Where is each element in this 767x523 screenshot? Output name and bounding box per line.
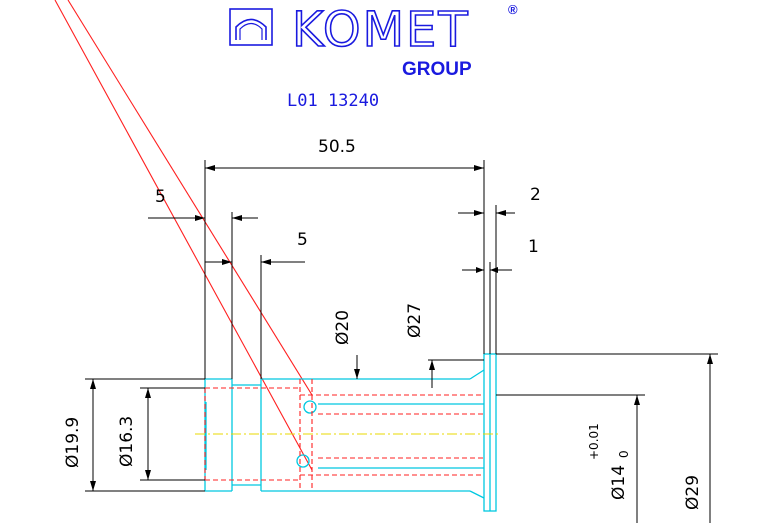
bore-tolerance-upper: +0.01 xyxy=(587,423,601,460)
dia-19-9-label: Ø19.9 xyxy=(63,417,83,468)
dimension-dia-27: Ø27 xyxy=(405,303,484,388)
logo-emblem xyxy=(229,8,273,46)
dimension-dia-20: Ø20 xyxy=(333,310,360,379)
dimension-flange-dia: Ø29 xyxy=(496,353,718,523)
komet-logo: KOMET ® GROUP xyxy=(229,1,518,80)
overall-length-label: 50.5 xyxy=(318,137,356,157)
groove-2-label: 5 xyxy=(297,230,308,250)
bore-tolerance-lower: 0 xyxy=(617,450,631,458)
logo-registered-mark: ® xyxy=(508,2,518,17)
groove-1-label: 5 xyxy=(155,187,166,207)
dimension-bore-dia: Ø14 +0.01 0 xyxy=(496,394,645,523)
dimension-overall-length: 50.5 xyxy=(204,137,485,379)
dia-16-3-label: Ø16.3 xyxy=(117,416,137,467)
dimension-dia-19-9: Ø19.9 xyxy=(63,378,205,492)
dia-20-label: Ø20 xyxy=(333,310,353,345)
flange-dia-label: Ø29 xyxy=(683,475,703,510)
dimension-dia-16-3: Ø16.3 xyxy=(117,387,205,481)
dimension-flange-width: 2 xyxy=(458,185,541,354)
flange-width-label: 2 xyxy=(530,185,541,205)
dimension-groove-1: 5 xyxy=(148,187,258,379)
flange-step-label: 1 xyxy=(528,237,539,257)
hidden-bore xyxy=(204,379,484,491)
dimension-groove-2: 5 xyxy=(205,230,308,379)
leader-lines xyxy=(54,0,313,471)
dimension-flange-step: 1 xyxy=(462,237,539,354)
dia-27-label: Ø27 xyxy=(405,303,425,338)
bore-dia-label: Ø14 xyxy=(609,465,629,500)
part-number: L01 13240 xyxy=(287,91,379,111)
part-outline xyxy=(204,353,497,512)
logo-wordmark: KOMET xyxy=(292,2,470,58)
logo-group-label: GROUP xyxy=(402,59,472,80)
